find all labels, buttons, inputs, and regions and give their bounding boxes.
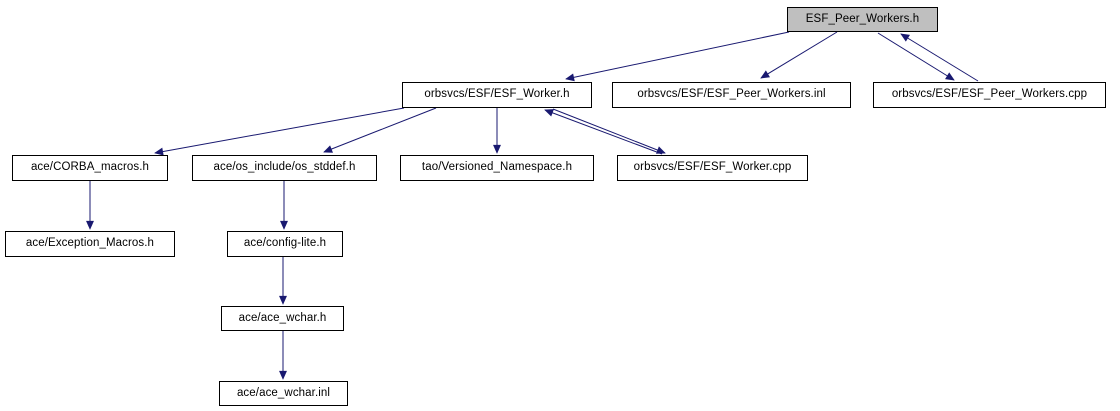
graph-node-config-lite-h[interactable]: ace/config-lite.h [227,231,343,257]
graph-node-esf-peer-workers-cpp[interactable]: orbsvcs/ESF/ESF_Peer_Workers.cpp [873,82,1106,108]
graph-node-esf-peer-workers-h: ESF_Peer_Workers.h [787,7,938,32]
graph-node-os-stddef-h[interactable]: ace/os_include/os_stddef.h [192,155,377,181]
edge-esf-peer-workers-cpp-to-esf-peer-workers-h [900,33,979,82]
graph-node-esf-peer-workers-inl[interactable]: orbsvcs/ESF/ESF_Peer_Workers.inl [612,82,851,108]
edge-esf-worker-h-to-corba-macros-h [154,107,405,156]
edge-esf-peer-workers-h-to-esf-peer-workers-inl [760,31,838,79]
graph-node-esf-worker-h[interactable]: orbsvcs/ESF/ESF_Worker.h [402,82,592,108]
graph-node-versioned-namespace-h[interactable]: tao/Versioned_Namespace.h [400,155,594,181]
edge-esf-peer-workers-h-to-esf-worker-h [565,31,790,82]
graph-node-corba-macros-h[interactable]: ace/CORBA_macros.h [12,155,168,181]
graph-node-ace-wchar-h[interactable]: ace/ace_wchar.h [221,306,344,331]
graph-node-esf-worker-cpp[interactable]: orbsvcs/ESF/ESF_Worker.cpp [617,155,808,181]
edge-esf-worker-h-to-esf-worker-cpp [552,108,666,154]
edge-esf-worker-h-to-os-stddef-h [323,107,437,153]
graph-node-ace-wchar-inl[interactable]: ace/ace_wchar.inl [219,381,348,406]
edge-esf-peer-workers-h-to-esf-peer-workers-cpp [877,32,955,81]
graph-node-exception-macros-h[interactable]: ace/Exception_Macros.h [5,231,175,257]
edge-esf-worker-cpp-to-esf-worker-h [544,109,663,155]
